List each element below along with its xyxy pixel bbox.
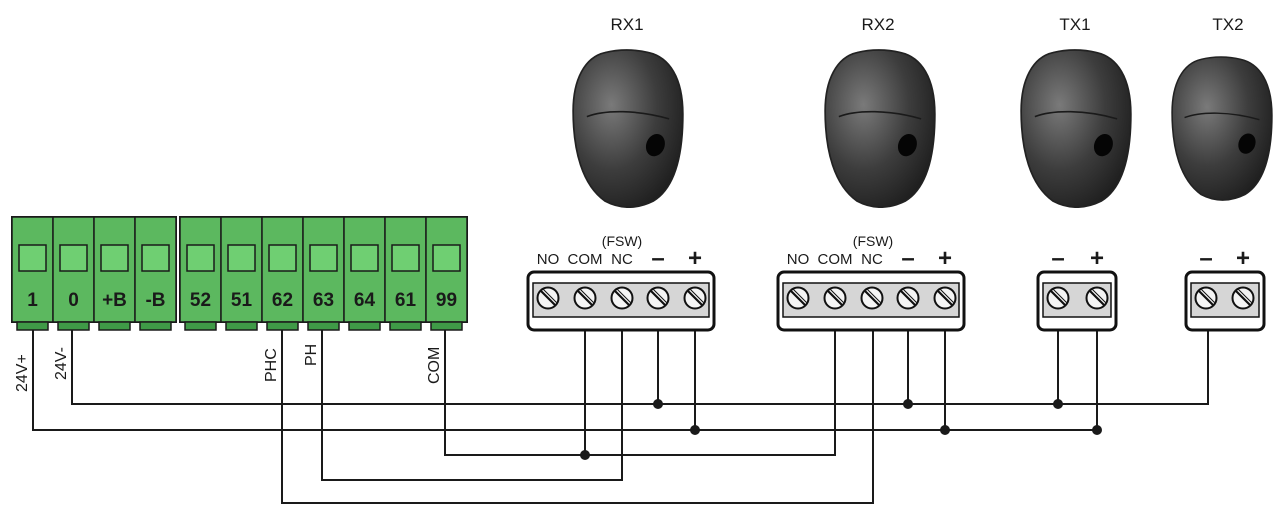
- pin-label-plus: +: [1236, 245, 1250, 272]
- screw-icon: [1194, 286, 1218, 310]
- photocell-rx2-icon: [824, 49, 936, 208]
- photocell-tx2-icon: [1171, 56, 1273, 201]
- terminal-minusb: -B: [134, 216, 177, 331]
- terminal-number-label: 99: [436, 290, 457, 311]
- terminal-number-label: +B: [102, 290, 127, 311]
- screw-icon: [786, 286, 810, 310]
- terminal-plusb: +B: [93, 216, 136, 331]
- terminal-block-right: 52 51 62 63 64 61 99: [179, 216, 468, 331]
- terminal-number-label: 52: [190, 290, 211, 311]
- pin-label-com: COM: [568, 251, 603, 268]
- pin-label-minus: –: [901, 245, 914, 272]
- terminal-number-label: 62: [272, 290, 293, 311]
- screw-block-tx1: – +: [1036, 245, 1118, 332]
- screw-block-tx2: – +: [1184, 245, 1266, 332]
- device-rx2: RX2: [824, 15, 936, 208]
- screw-icon: [1085, 286, 1109, 310]
- wire-24v-minus: [71, 290, 1209, 405]
- terminal-64: 64: [343, 216, 386, 331]
- pin-label-minus: –: [1199, 245, 1212, 272]
- terminal-51: 51: [220, 216, 263, 331]
- pin-label-plus: +: [688, 245, 702, 272]
- fsw-label-rx2: (FSW): [853, 233, 893, 249]
- photocell-tx1-icon: [1020, 49, 1132, 208]
- terminal-1: 1: [11, 216, 54, 331]
- screw-icon: [933, 286, 957, 310]
- pin-label-com: COM: [818, 251, 853, 268]
- fsw-label-rx1: (FSW): [602, 233, 642, 249]
- device-title-rx1: RX1: [610, 15, 643, 34]
- screw-icon: [823, 286, 847, 310]
- wire-label-ph: PH: [303, 344, 320, 366]
- terminal-0: 0: [52, 216, 95, 331]
- wire-com: [444, 290, 836, 456]
- terminal-99: 99: [425, 216, 468, 331]
- screw-block-rx2: (FSW) NO COM NC – +: [776, 233, 966, 332]
- junction-dot: [690, 425, 700, 435]
- device-title-rx2: RX2: [861, 15, 894, 34]
- terminal-number-label: 0: [68, 290, 79, 311]
- junction-dot: [1092, 425, 1102, 435]
- screw-icon: [683, 286, 707, 310]
- wire-24v-plus: [32, 290, 1098, 431]
- wire-ph: [321, 290, 623, 481]
- pin-label-nc: NC: [611, 251, 633, 268]
- pin-label-no: NO: [787, 251, 810, 268]
- device-title-tx2: TX2: [1212, 15, 1243, 34]
- device-tx1: TX1: [1020, 15, 1132, 208]
- wire-phc: [281, 290, 874, 504]
- junction-dot: [1053, 399, 1063, 409]
- photocell-rx1-icon: [572, 49, 684, 208]
- terminal-number-label: 1: [27, 290, 38, 311]
- terminal-62: 62: [261, 216, 304, 331]
- screw-icon: [1231, 286, 1255, 310]
- wire-label-24v-minus: 24V-: [53, 347, 70, 380]
- screw-icon: [536, 286, 560, 310]
- screw-icon: [610, 286, 634, 310]
- junction-dot: [903, 399, 913, 409]
- wire-labels: 24V+ 24V- PHC PH COM: [14, 344, 443, 392]
- pin-label-plus: +: [938, 245, 952, 272]
- pin-label-minus: –: [651, 245, 664, 272]
- terminal-61: 61: [384, 216, 427, 331]
- terminal-block-left: 1 0 +B -B: [11, 216, 177, 331]
- terminal-number-label: 63: [313, 290, 334, 311]
- wire-label-com: COM: [426, 347, 443, 384]
- pin-label-no: NO: [537, 251, 560, 268]
- device-tx2: TX2: [1171, 15, 1273, 201]
- pin-label-plus: +: [1090, 245, 1104, 272]
- junction-dot: [940, 425, 950, 435]
- terminal-52: 52: [179, 216, 222, 331]
- pin-label-nc: NC: [861, 251, 883, 268]
- wire-label-phc: PHC: [263, 348, 280, 382]
- screw-icon: [860, 286, 884, 310]
- junction-dot: [580, 450, 590, 460]
- terminal-63: 63: [302, 216, 345, 331]
- screw-icon: [573, 286, 597, 310]
- terminal-number-label: 61: [395, 290, 417, 311]
- screw-icon: [896, 286, 920, 310]
- junction-dot: [653, 399, 663, 409]
- device-title-tx1: TX1: [1059, 15, 1090, 34]
- wire-label-24v-plus: 24V+: [14, 354, 31, 392]
- pin-label-minus: –: [1051, 245, 1064, 272]
- junctions: [580, 399, 1102, 460]
- screw-icon: [1046, 286, 1070, 310]
- screw-icon: [646, 286, 670, 310]
- wires: [32, 290, 1209, 504]
- screw-block-rx1: (FSW) NO COM NC – +: [526, 233, 716, 332]
- terminal-number-label: -B: [145, 290, 165, 311]
- device-rx1: RX1: [572, 15, 684, 208]
- terminal-number-label: 64: [354, 290, 376, 311]
- terminal-number-label: 51: [231, 290, 253, 311]
